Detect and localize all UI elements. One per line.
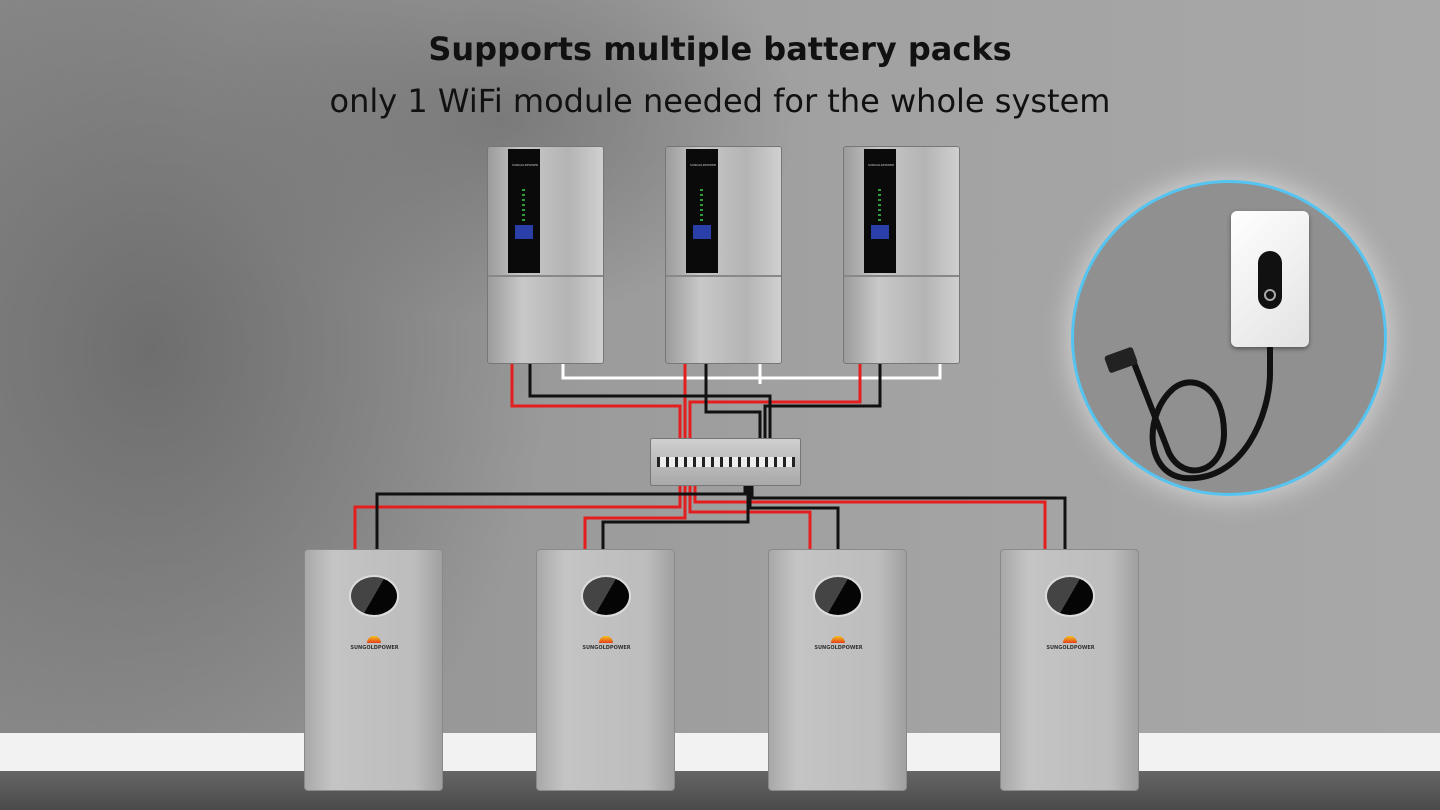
wifi-cable [1104,347,1273,482]
battery-display [1045,575,1095,617]
module-indicator-strip [1258,251,1282,309]
battery-pack: SUNGOLDPOWER [1000,549,1139,791]
terminal-block-negative [729,457,795,467]
panel-divider [488,275,603,277]
positive-wire [353,486,682,549]
brand-logo: SUNGOLDPOWER [1046,645,1095,651]
lcd-screen [515,225,533,239]
battery-display [349,575,399,617]
brand-logo: SUNGOLDPOWER [512,163,539,167]
positive-wire [688,486,812,549]
lcd-screen [871,225,889,239]
negative-wire [704,363,762,440]
battery-pack: SUNGOLDPOWER [536,549,675,791]
combiner-box [650,438,801,486]
floor-baseboard [0,733,1440,771]
inverter: SUNGOLDPOWER [665,146,782,364]
negative-wire [375,486,747,549]
inverter: SUNGOLDPOWER [843,146,960,364]
status-leds [878,189,881,223]
positive-wire [583,486,687,549]
battery-display [581,575,631,617]
negative-wire [528,363,772,440]
battery-pack: SUNGOLDPOWER [304,549,443,791]
brand-logo: SUNGOLDPOWER [350,645,399,651]
inverter-display-panel: SUNGOLDPOWER [508,149,540,273]
battery-pack: SUNGOLDPOWER [768,549,907,791]
inverter: SUNGOLDPOWER [487,146,604,364]
brand-logo: SUNGOLDPOWER [868,163,895,167]
negative-wire [750,486,1067,549]
brand-logo: SUNGOLDPOWER [690,163,717,167]
terminal-block-positive [657,457,737,467]
page-subtitle: only 1 WiFi module needed for the whole … [329,82,1111,120]
status-leds [700,189,703,223]
wifi-module-callout [1071,180,1387,496]
panel-divider [666,275,781,277]
negative-wire [601,486,750,549]
comm-wire [561,363,942,380]
brand-logo-icon [1063,636,1077,643]
inverter-display-panel: SUNGOLDPOWER [686,149,718,273]
battery-display [813,575,863,617]
brand-logo: SUNGOLDPOWER [582,645,631,651]
panel-divider [844,275,959,277]
positive-wire [688,363,862,440]
page-title: Supports multiple battery packs [428,30,1012,68]
negative-wire [748,486,840,549]
brand-logo-icon [599,636,613,643]
floor [0,771,1440,810]
wifi-module-icon [1231,211,1309,347]
brand-logo: SUNGOLDPOWER [814,645,863,651]
positive-wire [510,363,682,440]
brand-logo-icon [831,636,845,643]
inverter-display-panel: SUNGOLDPOWER [864,149,896,273]
lcd-screen [693,225,711,239]
negative-wire [763,363,882,440]
brand-logo-icon [367,636,381,643]
module-button [1264,289,1276,301]
status-leds [522,189,525,223]
